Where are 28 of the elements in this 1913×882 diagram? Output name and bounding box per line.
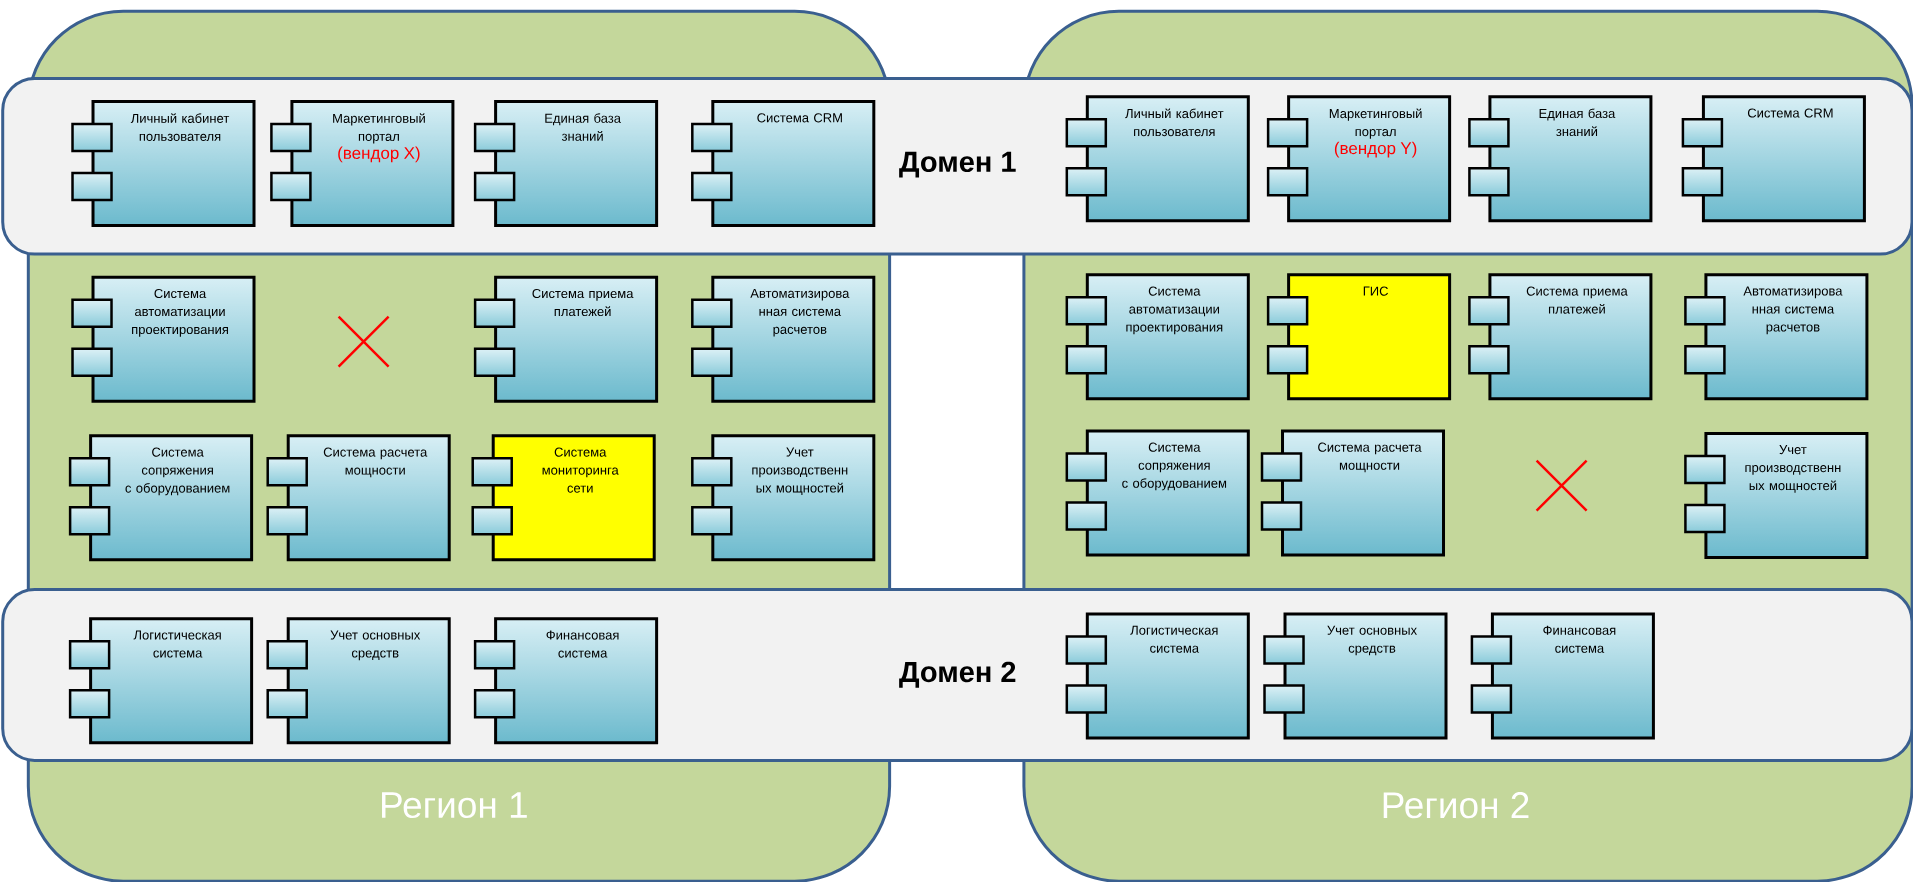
component-box: Система расчета мощности (1260, 429, 1445, 557)
component-box: Система сопряжения с оборудованием (1065, 429, 1250, 557)
component-box: Система CRM (691, 100, 876, 227)
component-box: Финансовая система (1470, 612, 1655, 740)
component-box: Логистическая система (68, 617, 254, 745)
component-box: Система автоматизации проектирования (1065, 273, 1250, 401)
component-box: Система автоматизации проектирования (71, 275, 256, 403)
component-box: Маркетинговый портал (вендор Y) (1266, 95, 1452, 223)
component-box: Система приема платежей (473, 275, 659, 403)
component-box: Личный кабинет пользователя (1065, 95, 1250, 223)
component-box: Система приема платежей (1468, 273, 1653, 401)
component-box: Автоматизирова нная система расчетов (691, 275, 876, 403)
component-box: Учет основных средств (266, 617, 451, 745)
component-box: Учет производственн ых мощностей (1684, 431, 1869, 559)
component-box: Логистическая система (1065, 612, 1250, 740)
component-box: Маркетинговый портал (вендор X) (270, 100, 455, 227)
component-box: Единая база знаний (1468, 95, 1653, 223)
component-box: Личный кабинет пользователя (71, 100, 256, 227)
component-box: Система сопряжения с оборудованием (68, 434, 254, 562)
component-box: Единая база знаний (473, 100, 659, 227)
component-box: Автоматизирова нная система расчетов (1684, 273, 1869, 401)
component-box: Система мониторинга сети (471, 434, 656, 562)
component-box: ГИС (1266, 273, 1452, 401)
component-box: Финансовая система (473, 617, 659, 745)
component-box: Система расчета мощности (266, 434, 451, 562)
component-box: Учет производственн ых мощностей (691, 434, 876, 562)
component-box: Учет основных средств (1263, 612, 1448, 740)
component-box: Система CRM (1681, 95, 1866, 223)
